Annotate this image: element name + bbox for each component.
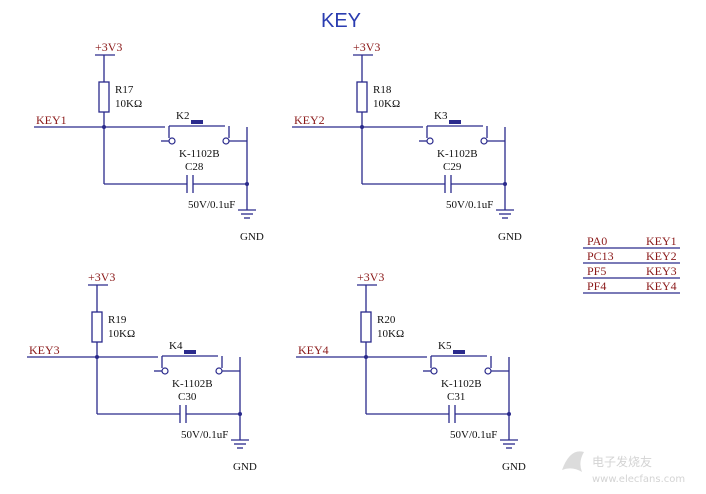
capacitor-value: 50V/0.1uF	[188, 199, 235, 211]
junction-dot	[360, 125, 364, 129]
switch-contact-left	[161, 367, 169, 375]
resistor-body	[356, 81, 368, 113]
switch-part: K-1102B	[441, 378, 482, 390]
ground-label: GND	[502, 461, 526, 473]
net-label: KEY4	[298, 343, 329, 357]
resistor-label: R20	[377, 314, 396, 326]
junction-dot	[102, 125, 106, 129]
switch-part: K-1102B	[179, 148, 220, 160]
net-label: KEY1	[646, 234, 677, 248]
switch-contact-right	[215, 367, 223, 375]
switch-label: K3	[434, 110, 448, 122]
ground-label: GND	[233, 461, 257, 473]
net-label: KEY1	[36, 113, 67, 127]
switch-contact-right	[480, 137, 488, 145]
watermark: 电子发烧友 www.elecfans.com	[562, 451, 685, 485]
resistor-value: 10KΩ	[108, 328, 135, 340]
supply-label: +3V3	[357, 270, 384, 284]
switch-part: K-1102B	[437, 148, 478, 160]
key2-circuit: +3V3 R18 10KΩ KEY2 K3 K-1102B C29 50V/0.…	[292, 40, 522, 243]
switch-actuator	[184, 350, 196, 354]
resistor-value: 10KΩ	[115, 98, 142, 110]
resistor-value: 10KΩ	[373, 98, 400, 110]
junction-dot	[95, 355, 99, 359]
capacitor-value: 50V/0.1uF	[450, 429, 497, 441]
net-label: KEY3	[29, 343, 60, 357]
key3-circuit: +3V3 R19 10KΩ KEY3 K4 K-1102B C30 50V/0.…	[27, 270, 257, 473]
pin-label: PF5	[587, 264, 606, 278]
capacitor-value: 50V/0.1uF	[446, 199, 493, 211]
resistor-body	[98, 81, 110, 113]
switch-actuator	[449, 120, 461, 124]
junction-dot	[238, 412, 242, 416]
junction-dot	[503, 182, 507, 186]
net-label: KEY2	[294, 113, 325, 127]
switch-contact-left	[430, 367, 438, 375]
resistor-body	[91, 311, 103, 343]
resistor-label: R18	[373, 84, 392, 96]
switch-label: K2	[176, 110, 189, 122]
switch-contact-right	[222, 137, 230, 145]
net-label: KEY3	[646, 264, 677, 278]
supply-label: +3V3	[353, 40, 380, 54]
capacitor-label: C29	[443, 161, 462, 173]
watermark-logo-icon	[562, 451, 584, 472]
pin-label: PA0	[587, 234, 607, 248]
ground-label: GND	[498, 231, 522, 243]
resistor-label: R17	[115, 84, 134, 96]
switch-contact-left	[168, 137, 176, 145]
pin-map-table: PA0 KEY1 PC13 KEY2 PF5 KEY3 PF4 KEY4	[583, 234, 680, 294]
watermark-url: www.elecfans.com	[592, 474, 685, 485]
capacitor-value: 50V/0.1uF	[181, 429, 228, 441]
schematic-title: KEY	[321, 10, 361, 32]
net-label: KEY2	[646, 249, 677, 263]
key1-circuit: +3V3 R17 10KΩ KEY1 K2 K-1102B C28 50V/0.…	[34, 40, 264, 243]
junction-dot	[245, 182, 249, 186]
ground-label: GND	[240, 231, 264, 243]
capacitor-label: C31	[447, 391, 465, 403]
net-label: KEY4	[646, 279, 677, 293]
resistor-label: R19	[108, 314, 127, 326]
supply-label: +3V3	[88, 270, 115, 284]
key4-circuit: +3V3 R20 10KΩ KEY4 K5 K-1102B C31 50V/0.…	[296, 270, 526, 473]
pin-label: PF4	[587, 279, 606, 293]
watermark-brand: 电子发烧友	[592, 454, 652, 469]
supply-label: +3V3	[95, 40, 122, 54]
pin-label: PC13	[587, 249, 614, 263]
switch-label: K4	[169, 340, 183, 352]
resistor-body	[360, 311, 372, 343]
junction-dot	[364, 355, 368, 359]
junction-dot	[507, 412, 511, 416]
switch-label: K5	[438, 340, 452, 352]
capacitor-label: C30	[178, 391, 197, 403]
switch-part: K-1102B	[172, 378, 213, 390]
capacitor-label: C28	[185, 161, 204, 173]
switch-actuator	[191, 120, 203, 124]
switch-actuator	[453, 350, 465, 354]
switch-contact-right	[484, 367, 492, 375]
resistor-value: 10KΩ	[377, 328, 404, 340]
switch-contact-left	[426, 137, 434, 145]
